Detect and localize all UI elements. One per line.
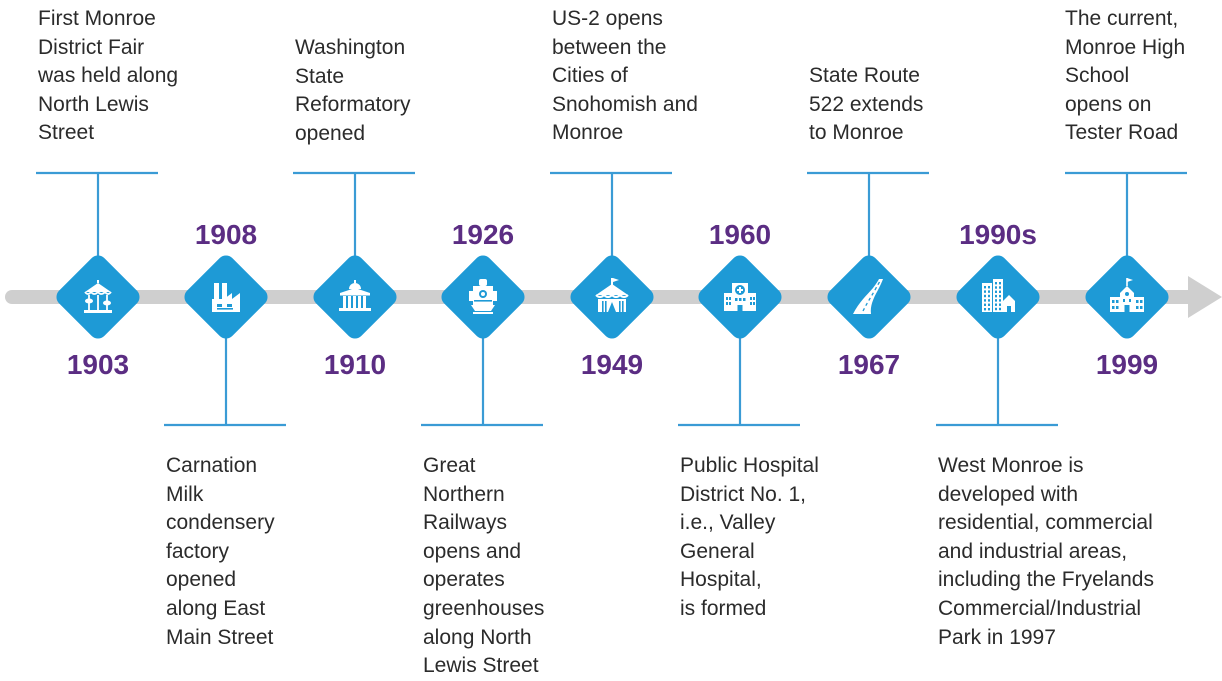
milestone-node-1967 [827, 255, 911, 339]
buildings-icon [982, 279, 1015, 312]
hospital-icon [724, 283, 756, 311]
event-description-1960: Public Hospital District No. 1, i.e., Va… [680, 454, 819, 620]
year-label-1949: 1949 [580, 349, 644, 380]
milestone-node-1926 [441, 255, 525, 339]
milestone-node-1990s [956, 255, 1040, 339]
timeline-axis-arrowhead [1188, 276, 1222, 318]
year-label-1908: 1908 [194, 219, 258, 250]
year-label-1990s: 1990s [959, 219, 1037, 250]
event-description-1926: Great Northern Railways opens and operat… [423, 454, 545, 678]
factory-icon [212, 283, 240, 312]
school-icon [1110, 278, 1144, 312]
locomotive-icon [469, 279, 497, 314]
year-label-1967: 1967 [837, 349, 901, 380]
event-description-1967: State Route 522 extends to Monroe [809, 64, 924, 145]
event-description-1910: Washington State Reformatory opened [295, 36, 411, 145]
year-label-1960: 1960 [708, 219, 772, 250]
year-label-1903: 1903 [66, 349, 130, 380]
event-description-1908: Carnation Milk condensery factory opened… [166, 454, 275, 649]
fair-tent-icon [595, 278, 629, 312]
milestone-node-1910 [313, 255, 397, 339]
event-description-1949: US-2 opens between the Cities of Snohomi… [552, 7, 698, 145]
year-label-1999: 1999 [1095, 349, 1159, 380]
year-label-1910: 1910 [323, 349, 387, 380]
event-description-1903: First Monroe District Fair was held alon… [38, 7, 179, 145]
year-label-1926: 1926 [451, 219, 515, 250]
event-description-1990s: West Monroe is developed with residentia… [938, 454, 1154, 649]
milestone-node-1960 [698, 255, 782, 339]
milestone-node-1999 [1085, 255, 1169, 339]
road-icon [853, 279, 883, 314]
milestone-node-1908 [184, 255, 268, 339]
capitol-building-icon [339, 280, 371, 311]
milestone-node-1903 [56, 255, 140, 339]
milestone-node-1949 [570, 255, 654, 339]
event-description-1999: The current, Monroe High School opens on… [1065, 7, 1186, 145]
timeline-nodes [56, 255, 1169, 339]
carousel-icon [84, 280, 112, 313]
